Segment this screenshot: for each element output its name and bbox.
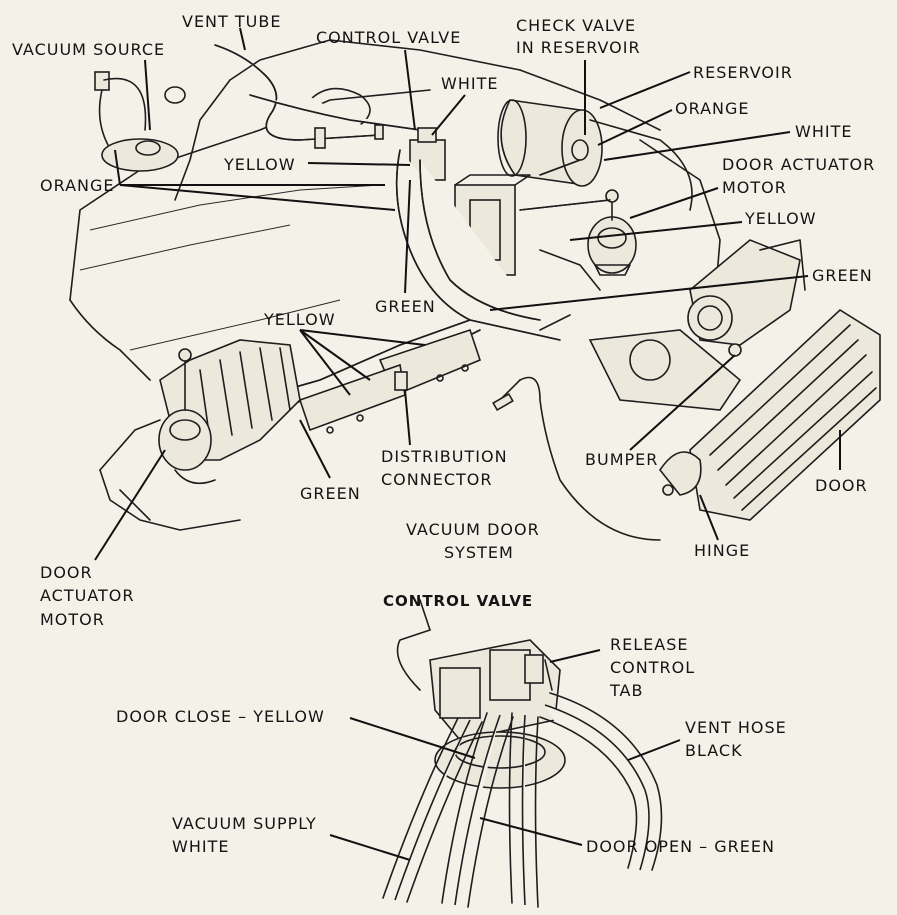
label-white-right: WHITE bbox=[795, 122, 852, 141]
label-control-valve-detail: CONTROL VALVE bbox=[383, 592, 533, 610]
label-orange-right: ORANGE bbox=[675, 99, 749, 118]
label-bumper: BUMPER bbox=[585, 450, 658, 469]
label-yellow-top: YELLOW bbox=[223, 155, 296, 174]
label-vent-tube: VENT TUBE bbox=[182, 12, 281, 31]
headlamp-door-assembly bbox=[588, 239, 881, 521]
label-release-2: CONTROL bbox=[610, 658, 695, 677]
label-door-open-green: DOOR OPEN – GREEN bbox=[586, 837, 775, 856]
label-door-actuator-right-1: DOOR ACTUATOR bbox=[722, 155, 875, 174]
label-hinge: HINGE bbox=[694, 541, 750, 560]
label-distribution-2: CONNECTOR bbox=[381, 470, 492, 489]
label-vacuum-door-1: VACUUM DOOR bbox=[406, 520, 540, 539]
leader-lines bbox=[94, 27, 841, 861]
wire-harness bbox=[492, 249, 661, 541]
label-yellow-right: YELLOW bbox=[744, 209, 817, 228]
label-door-close-yellow: DOOR CLOSE – YELLOW bbox=[116, 707, 325, 726]
label-release-3: TAB bbox=[609, 681, 643, 700]
vacuum-source-fitting bbox=[94, 71, 179, 172]
label-door-actuator-left-3: MOTOR bbox=[40, 610, 105, 629]
body-outline bbox=[69, 39, 721, 531]
label-door-actuator-right-2: MOTOR bbox=[722, 178, 787, 197]
label-orange-left: ORANGE bbox=[40, 176, 114, 195]
label-release-1: RELEASE bbox=[610, 635, 688, 654]
label-check-valve-2: IN RESERVOIR bbox=[516, 38, 641, 57]
reservoir-tank bbox=[497, 99, 693, 211]
label-vent-hose-1: VENT HOSE bbox=[685, 718, 787, 737]
label-check-valve-1: CHECK VALVE bbox=[516, 16, 636, 35]
label-vacuum-supply-1: VACUUM SUPPLY bbox=[172, 814, 317, 833]
label-vacuum-supply-2: WHITE bbox=[172, 837, 229, 856]
label-green-bottom: GREEN bbox=[300, 484, 361, 503]
label-reservoir: RESERVOIR bbox=[693, 63, 793, 82]
label-yellow-mid: YELLOW bbox=[263, 310, 336, 329]
label-vacuum-source: VACUUM SOURCE bbox=[12, 40, 165, 59]
label-green-right: GREEN bbox=[812, 266, 873, 285]
door-actuator-motor-right bbox=[587, 189, 637, 276]
callout-labels: VENT TUBE VACUUM SOURCE CONTROL VALVE CH… bbox=[12, 12, 875, 856]
label-door: DOOR bbox=[815, 476, 868, 495]
label-vent-hose-2: BLACK bbox=[685, 741, 743, 760]
label-door-actuator-left-1: DOOR bbox=[40, 563, 93, 582]
door-actuator-motor-left bbox=[158, 348, 216, 485]
control-valve-detail bbox=[382, 599, 663, 908]
vent-tube-hoses bbox=[214, 44, 421, 149]
label-vacuum-door-2: SYSTEM bbox=[444, 543, 514, 562]
label-control-valve-top: CONTROL VALVE bbox=[316, 28, 461, 47]
label-distribution-1: DISTRIBUTION bbox=[381, 447, 508, 466]
label-white-top: WHITE bbox=[441, 74, 498, 93]
label-green-mid: GREEN bbox=[375, 297, 436, 316]
label-door-actuator-left-2: ACTUATOR bbox=[40, 586, 135, 605]
